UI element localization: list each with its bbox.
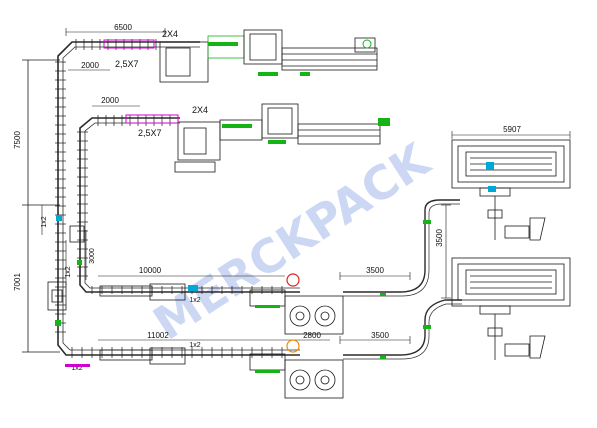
dim-right-vertical: 3500 [435, 229, 444, 247]
dim-left-lower: 7001 [13, 273, 22, 291]
dim-second-sub: 2000 [101, 96, 119, 105]
dim-top-sub: 2000 [81, 61, 99, 70]
right-upper-accents [486, 162, 496, 192]
top-machine-group [159, 29, 378, 83]
low-machine-group [99, 347, 344, 399]
dim-left-a: 1x2 [41, 216, 48, 227]
second-size2-label: 2,5X7 [138, 128, 162, 138]
top-size2-label: 2,5X7 [115, 59, 139, 69]
low-machine-accents [65, 339, 300, 373]
dim-left-c: 3000 [89, 248, 96, 264]
dim-left-upper: 7500 [13, 131, 22, 149]
conveyor-rollers [55, 39, 283, 358]
dim-low-right: 3500 [371, 331, 389, 340]
dim-mid-right: 3500 [366, 266, 384, 275]
dim-mid-unit: 1x2 [189, 297, 200, 304]
dim-low-mid: 2800 [303, 331, 321, 340]
dim-low-left-unit: 1x2 [71, 365, 82, 372]
right-upper-machine [451, 139, 571, 241]
left-dimension-group [22, 59, 60, 353]
mid-machine-group [99, 283, 344, 335]
left-side-equipment [47, 225, 85, 311]
right-connector-accents [380, 220, 431, 359]
left-small-dims [41, 205, 87, 285]
top-line-dims [65, 28, 166, 71]
dim-top-length: 6500 [114, 23, 132, 32]
top-machine-accents [103, 39, 372, 76]
left-side-accents [55, 215, 82, 326]
mid-line-dims [98, 272, 411, 280]
dim-low-length: 11002 [147, 331, 169, 340]
low-line-dims [98, 336, 411, 344]
top-size-label: 2X4 [162, 29, 178, 39]
right-lower-machine [451, 257, 571, 360]
dim-low-unit: 1x2 [189, 342, 200, 349]
right-vertical-dim [441, 204, 451, 299]
second-size-label: 2X4 [192, 105, 208, 115]
second-machine-accents [125, 114, 390, 144]
watermark-text: MERCKPACK [144, 131, 441, 350]
second-machine-group [174, 103, 381, 173]
mid-machine-accents [188, 273, 300, 308]
right-width-dim [451, 131, 571, 139]
dim-left-b: 1x2 [65, 266, 72, 277]
dim-right-width: 5907 [503, 125, 521, 134]
dim-mid-length: 10000 [139, 266, 162, 275]
